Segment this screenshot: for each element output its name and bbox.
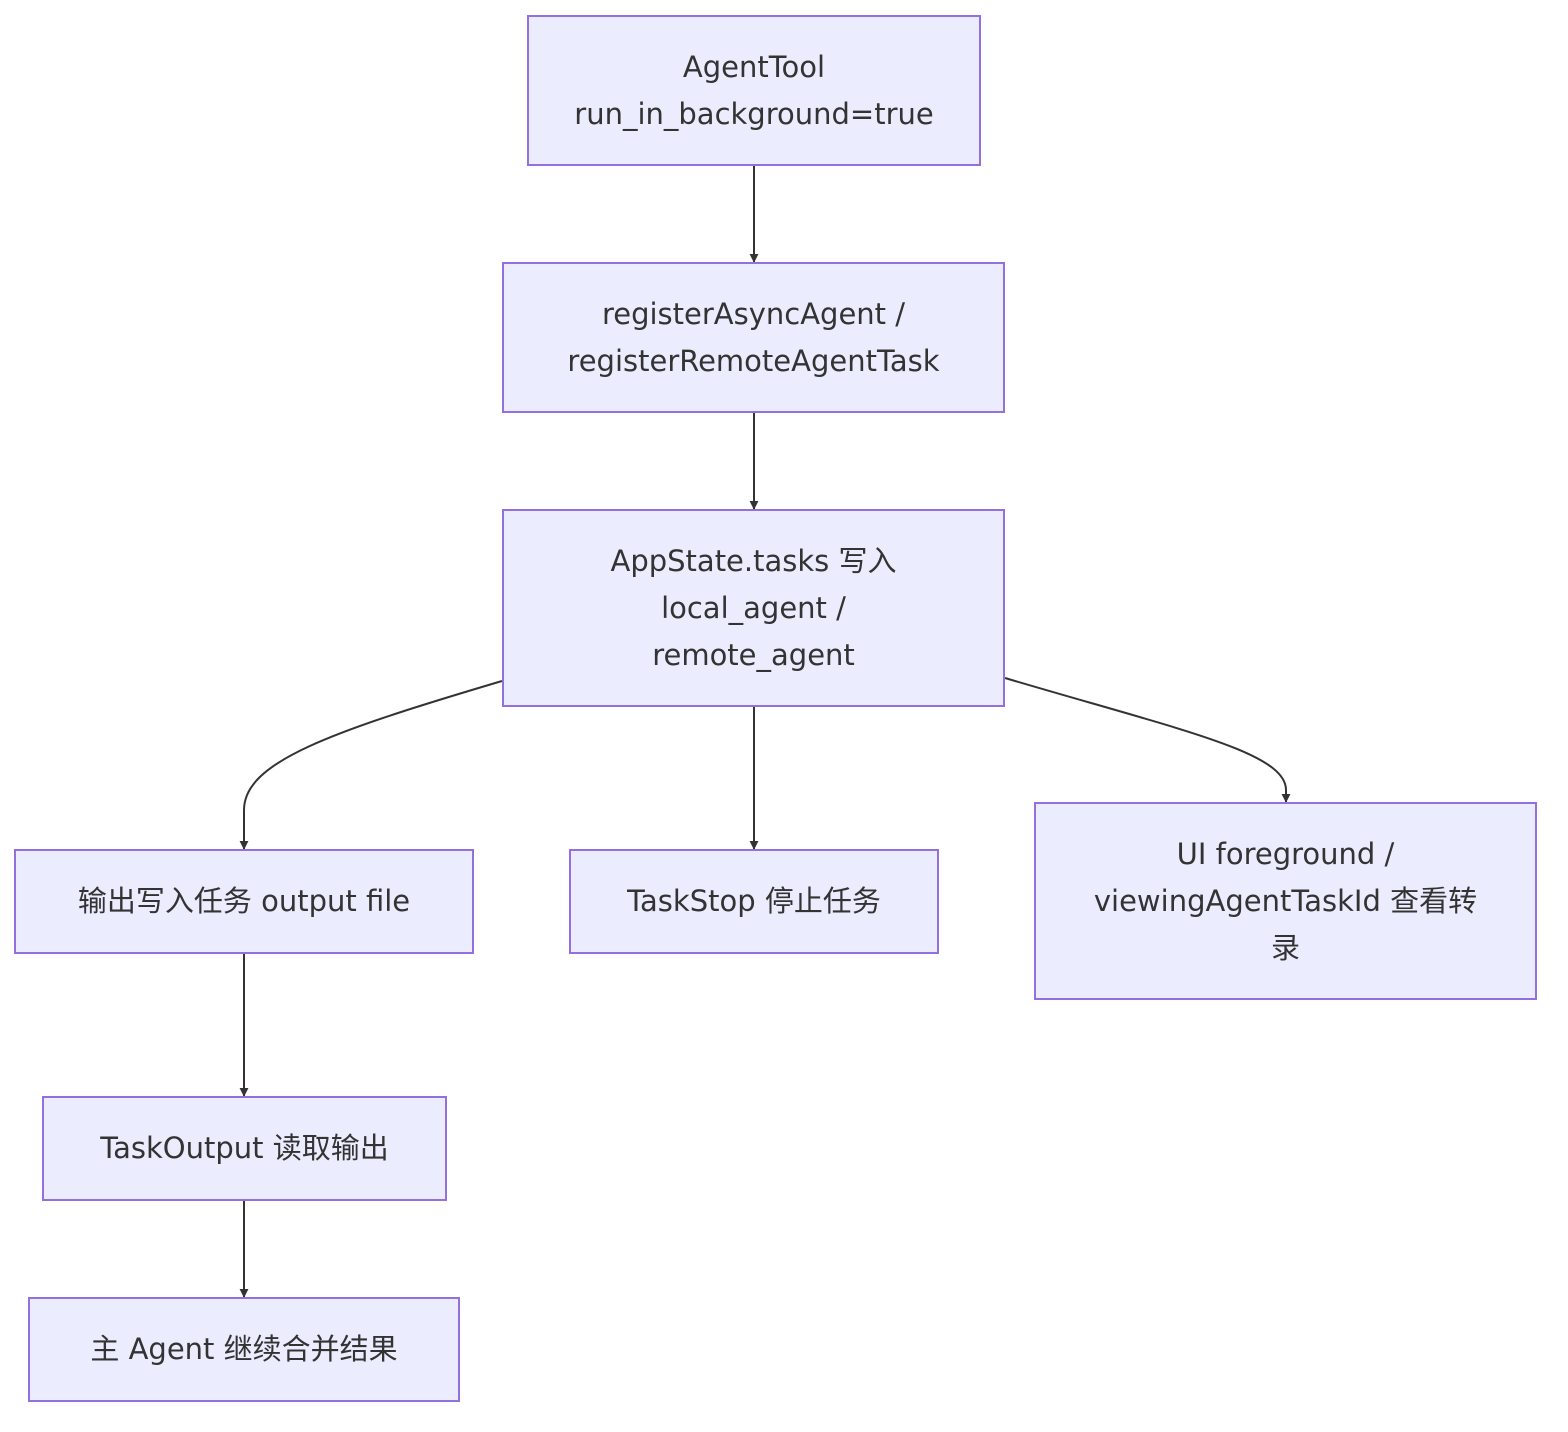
node-ui-foreground: UI foreground / viewingAgentTaskId 查看转 录 bbox=[1034, 802, 1537, 1000]
node-main-agent: 主 Agent 继续合并结果 bbox=[28, 1297, 460, 1402]
node-label: UI foreground / viewingAgentTaskId 查看转 录 bbox=[1093, 836, 1478, 965]
node-label: AgentTool run_in_background=true bbox=[574, 49, 934, 131]
edge-appstate-to-ui-foreground bbox=[1004, 677, 1291, 803]
node-agent-tool: AgentTool run_in_background=true bbox=[527, 15, 981, 166]
node-output-file: 输出写入任务 output file bbox=[14, 849, 474, 954]
node-appstate: AppState.tasks 写入 local_agent / remote_a… bbox=[502, 509, 1005, 707]
node-label: 主 Agent 继续合并结果 bbox=[90, 1332, 398, 1366]
node-label: TaskStop 停止任务 bbox=[627, 884, 881, 918]
node-register: registerAsyncAgent / registerRemoteAgent… bbox=[502, 262, 1005, 413]
node-label: registerAsyncAgent / registerRemoteAgent… bbox=[567, 296, 940, 378]
edge-appstate-to-output-file bbox=[239, 680, 503, 850]
node-label: AppState.tasks 写入 local_agent / remote_a… bbox=[610, 543, 897, 672]
node-label: TaskOutput 读取输出 bbox=[100, 1131, 389, 1165]
node-label: 输出写入任务 output file bbox=[77, 884, 411, 918]
node-taskoutput: TaskOutput 读取输出 bbox=[42, 1096, 447, 1201]
node-taskstop: TaskStop 停止任务 bbox=[569, 849, 939, 954]
